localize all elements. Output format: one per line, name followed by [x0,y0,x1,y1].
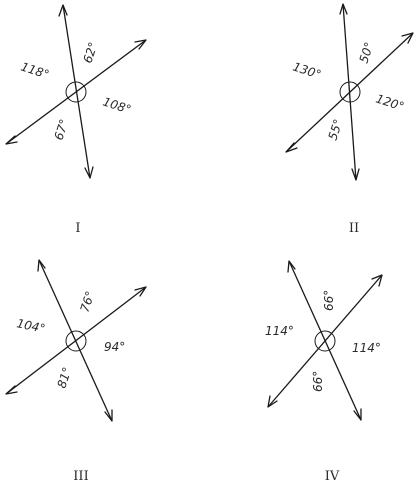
angle-label: 67° [52,117,72,142]
angle-label: 66° [311,371,325,392]
angle-label: 55° [326,117,346,142]
figure-label: II [349,221,359,236]
angle-label: 114° [265,324,294,338]
angle-label: 66° [322,290,336,311]
angle-label: 62° [81,40,101,65]
arrowhead [353,408,362,421]
line-2b [285,32,414,153]
angle-label: 114° [352,341,381,355]
arrowhead [267,395,278,408]
angle-marker-circle [314,330,336,352]
angle-marker-circle [65,330,87,352]
arrowhead [5,135,18,145]
figure-3: 104° 76° 94° 81° III [5,259,147,484]
figure-4: 114° 66° 114° 66° IV [265,260,383,484]
arrowhead [285,142,298,153]
figure-label: I [75,221,80,236]
arrowhead [37,259,46,272]
arrowhead [84,166,94,179]
angle-label: 76° [78,289,98,314]
angle-label: 118° [19,60,51,82]
figure-1: 118° 62° 108° 67° I [5,4,147,236]
angle-marker-circle [339,81,361,103]
arrowhead [351,168,360,181]
arrowhead [104,409,113,422]
angle-label: 108° [101,95,133,117]
angle-label: 104° [15,316,46,336]
arrowhead [134,286,147,297]
arrowhead [134,39,147,50]
arrowhead [58,4,68,17]
arrowhead [287,260,296,273]
angle-label: 50° [357,40,377,65]
angle-label: 120° [374,92,406,114]
arrowhead [5,385,18,395]
arrowhead [339,3,348,15]
arrowhead [401,32,414,44]
arrowhead [371,274,383,287]
angle-label: 94° [104,340,125,354]
line-3b [5,286,147,395]
figure-2: 130° 50° 120° 55° II [285,3,414,236]
angle-marker-circle [65,81,87,103]
figure-label: IV [325,469,340,484]
figure-label: III [73,469,88,484]
line-4b [267,274,383,408]
angle-label: 130° [291,60,323,82]
angle-label: 81° [55,365,75,390]
line-1b [5,39,147,145]
